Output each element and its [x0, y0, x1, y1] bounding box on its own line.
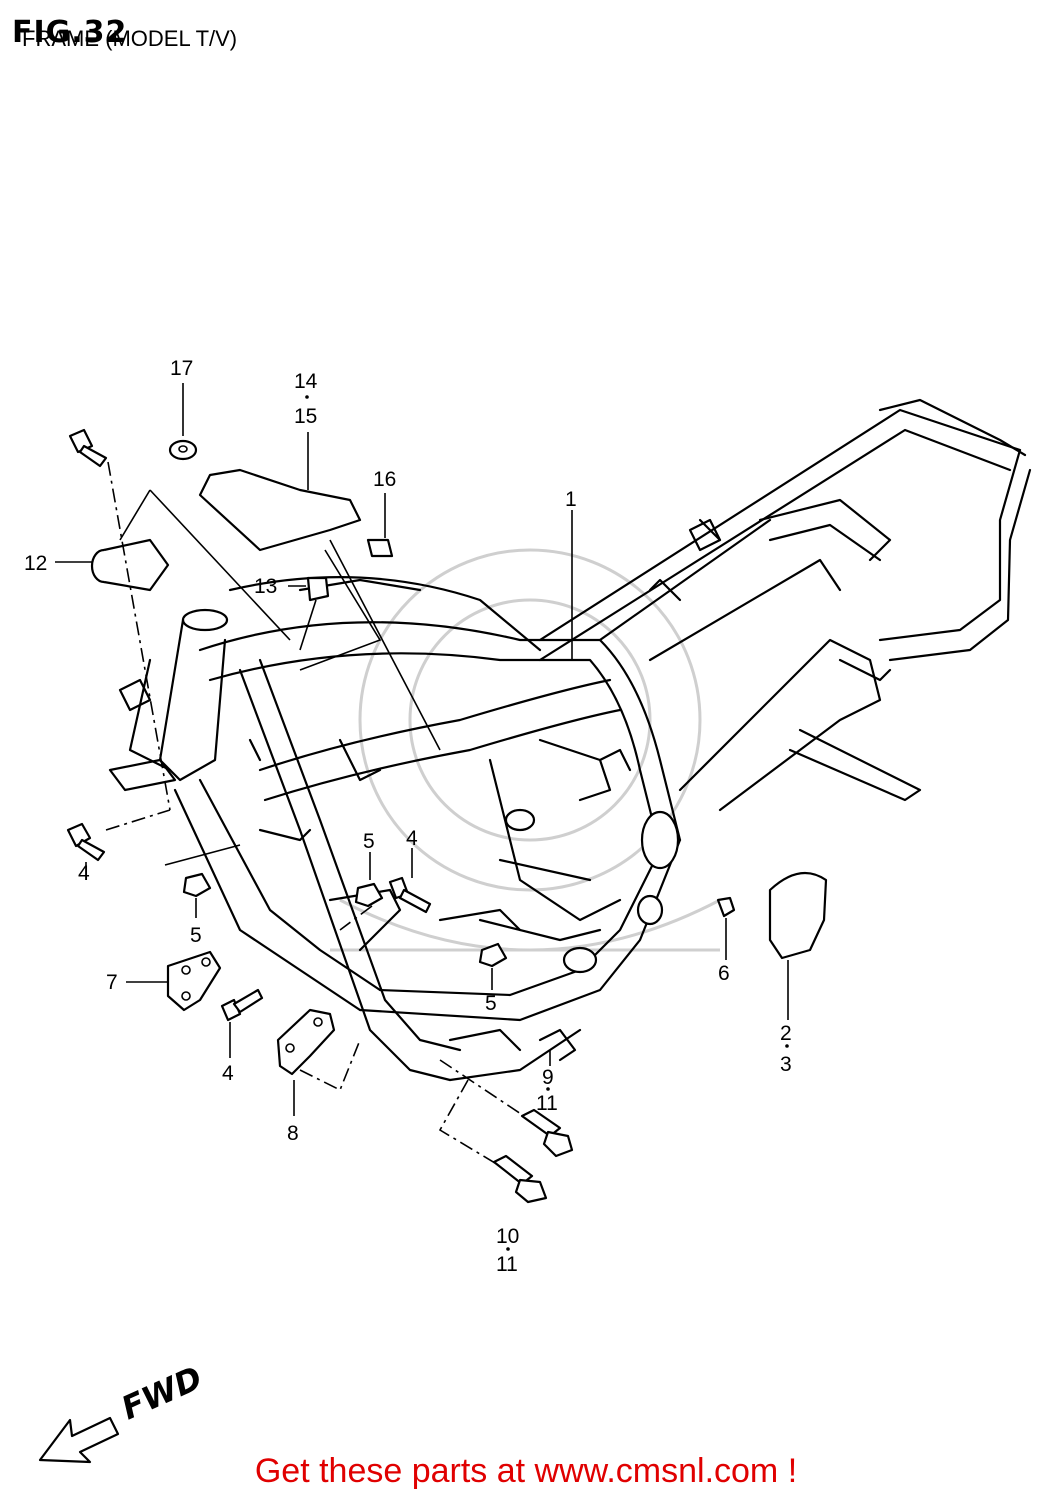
callout-6: 6 [718, 962, 730, 985]
callout-15: 15 [294, 405, 317, 428]
washer-part-17 [168, 383, 198, 461]
bushing-part-12 [55, 489, 291, 641]
promo-link[interactable]: Get these parts at www.cmsnl.com ! [254, 1452, 798, 1490]
callout-12: 12 [24, 552, 47, 575]
callout-4-left: 4 [78, 862, 90, 885]
callout-13: 13 [254, 575, 277, 598]
callout-8: 8 [287, 1122, 299, 1145]
nut-part-5-right [478, 942, 508, 990]
callout-11-lower: 11 [496, 1253, 518, 1276]
forward-direction-label: FWD [116, 1359, 208, 1428]
callout-3: 3 [780, 1053, 792, 1076]
callout-5-right: 5 [485, 992, 497, 1015]
callout-16: 16 [373, 468, 396, 491]
callout-11-upper: 11 [536, 1092, 558, 1115]
callout-9: 9 [542, 1066, 554, 1089]
diagram-title: FRAME (MODEL T/V) [22, 26, 237, 51]
bolt-part-4-lower [220, 988, 264, 1058]
bolt-part-4-left-shape [66, 822, 106, 880]
callout-17: 17 [170, 357, 193, 380]
bolt-part-10-11 [438, 1079, 548, 1204]
clip-part-6 [716, 896, 736, 960]
bolt-part-9-11 [439, 1059, 574, 1158]
callout-7: 7 [106, 971, 118, 994]
callout-separator-dots [305, 395, 789, 1251]
callout-10: 10 [496, 1225, 519, 1248]
bracket-part-7 [126, 950, 222, 1012]
forward-direction-arrow-icon [38, 1416, 120, 1464]
nut-part-5-left [164, 844, 241, 918]
figure-number: FIG.32 [12, 15, 127, 50]
bolt-part-4-left [68, 428, 171, 831]
bolt-part-16 [366, 493, 394, 558]
watermark-logo [330, 548, 721, 952]
callout-14: 14 [294, 370, 318, 393]
callout-5-center: 5 [363, 830, 375, 853]
callout-5-left: 5 [190, 924, 202, 947]
bolt-part-13 [288, 576, 330, 651]
callout-1: 1 [565, 488, 577, 511]
bracket-part-8 [276, 1008, 361, 1116]
callout-4-lower: 4 [222, 1062, 234, 1085]
frame-part-1 [108, 398, 1032, 1082]
nut-part-5-center [339, 852, 384, 931]
callout-4-center: 4 [406, 827, 418, 850]
callout-2: 2 [780, 1022, 792, 1045]
cover-part-14-15 [198, 432, 441, 751]
bolt-part-4-center [388, 848, 432, 914]
cover-part-2-3 [768, 871, 828, 1020]
